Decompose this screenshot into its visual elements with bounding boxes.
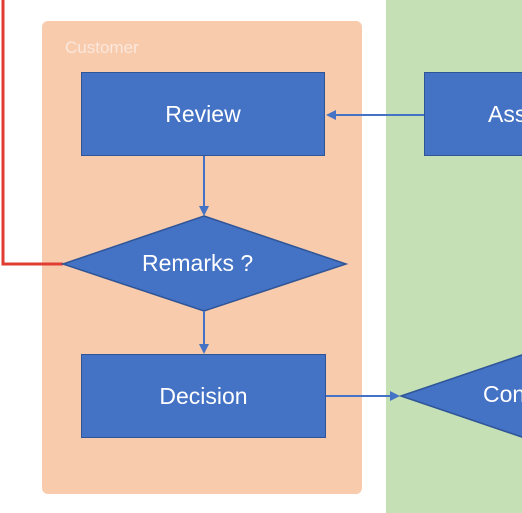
decision-node[interactable]: Decision	[81, 354, 326, 438]
review-label: Review	[165, 100, 241, 127]
review-node[interactable]: Review	[81, 72, 325, 156]
decision-label: Decision	[159, 382, 248, 409]
external-link-line	[1, 0, 63, 266]
ass-label: Ass	[488, 100, 522, 127]
remarks-label: Remarks ?	[142, 250, 254, 276]
con-decision-node[interactable]	[398, 342, 522, 450]
customer-lane-label: Customer	[65, 38, 139, 57]
ass-node[interactable]: Ass	[424, 72, 522, 156]
con-label: Con	[483, 381, 522, 407]
